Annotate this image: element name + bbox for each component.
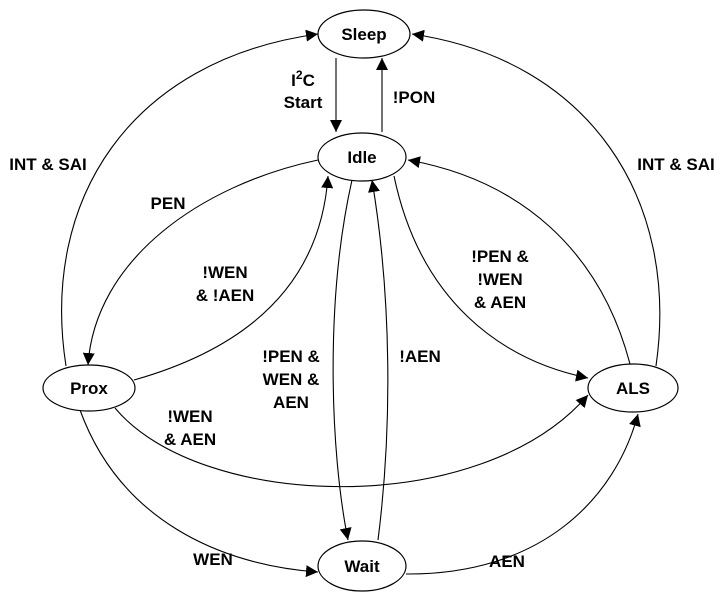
edge-prox-to-wait: [79, 409, 319, 578]
label-npen-wen-aen-1: !PEN &: [262, 347, 320, 366]
label-aen: AEN: [489, 552, 525, 571]
label-int-sai-right: INT & SAI: [637, 155, 714, 174]
edge-wait-to-idle: [368, 179, 389, 541]
node-sleep: Sleep: [317, 9, 411, 59]
label-nwen-naen-2: & !AEN: [196, 286, 255, 305]
label-i2c: I2C: [291, 68, 315, 90]
label-nwen-aen-1: !WEN: [167, 407, 212, 426]
label-nwen-naen-1: !WEN: [202, 263, 247, 282]
edge-idle-to-prox: [82, 159, 319, 366]
node-wait-label: Wait: [344, 557, 380, 576]
edge-wait-to-als: [405, 413, 641, 575]
edge-als-to-sleep: [411, 29, 661, 367]
label-not-pon: !PON: [393, 88, 436, 107]
edge-idle-to-wait: [332, 179, 353, 541]
label-npen-nwen-aen-2: !WEN: [477, 270, 522, 289]
node-idle: Idle: [317, 132, 407, 182]
edge-idle-to-als: [393, 175, 589, 382]
node-sleep-label: Sleep: [341, 25, 386, 44]
label-wen: WEN: [193, 550, 233, 569]
edge-prox-to-sleep: [61, 29, 319, 367]
node-prox-label: Prox: [70, 379, 108, 398]
label-nwen-aen-2: & AEN: [164, 430, 216, 449]
label-naen: !AEN: [399, 347, 441, 366]
edge-labels: I2C Start !PON INT & SAI INT & SAI PEN !…: [9, 68, 714, 571]
edges: [61, 29, 661, 578]
label-start: Start: [284, 93, 323, 112]
label-pen: PEN: [151, 194, 186, 213]
edge-prox-to-als: [114, 394, 589, 488]
edge-prox-to-idle: [133, 175, 334, 381]
label-npen-nwen-aen-1: !PEN &: [471, 247, 529, 266]
node-idle-label: Idle: [347, 148, 376, 167]
node-als: ALS: [587, 363, 679, 413]
label-npen-wen-aen-2: WEN &: [263, 370, 320, 389]
node-prox: Prox: [42, 364, 136, 412]
label-npen-nwen-aen-3: & AEN: [474, 293, 526, 312]
node-wait: Wait: [317, 540, 407, 592]
node-als-label: ALS: [616, 379, 650, 398]
label-npen-wen-aen-3: AEN: [273, 393, 309, 412]
label-int-sai-left: INT & SAI: [9, 155, 86, 174]
edge-als-to-idle: [407, 156, 631, 365]
